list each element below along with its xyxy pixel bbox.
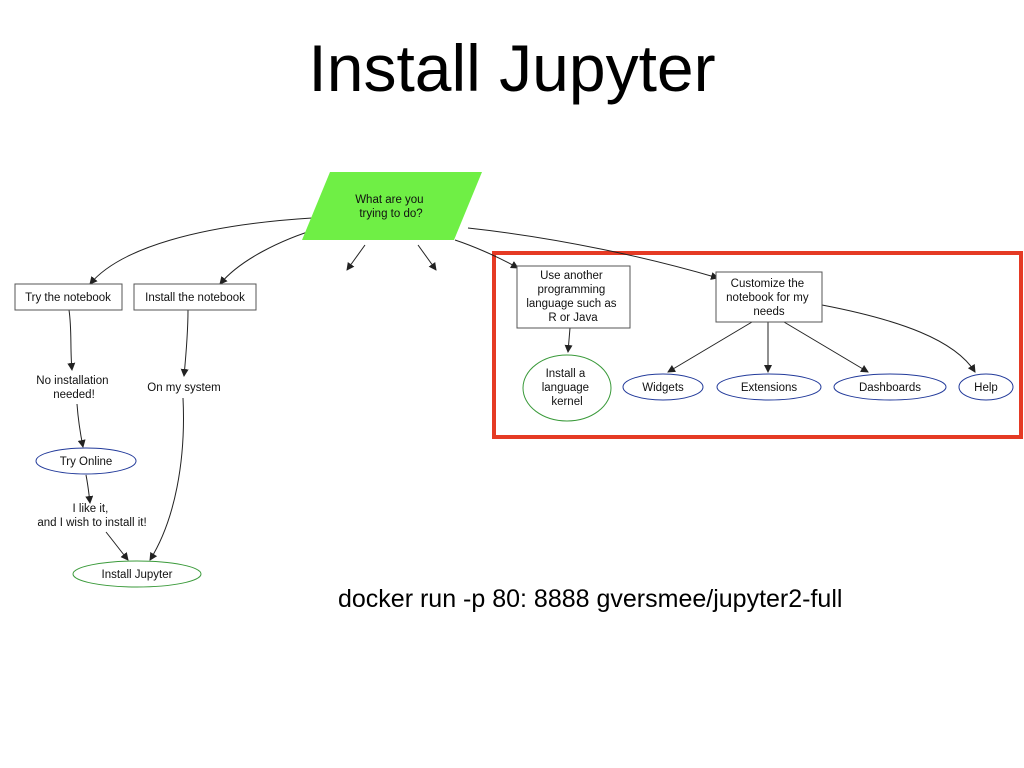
ellipse-install-jupyter — [72, 560, 202, 588]
box-install-notebook-label: Install the notebook — [145, 292, 245, 304]
ellipse-try-online-label: Try Online — [60, 456, 113, 468]
decision-node-label: What are you trying to do? — [355, 194, 427, 220]
ellipse-help-label: Help — [974, 382, 998, 394]
arrow-no-install-to-try-online — [76, 403, 86, 448]
docker-command-text: docker run -p 80: 8888 gversmee/jupyter2… — [338, 585, 843, 613]
box-customize — [715, 271, 823, 323]
ellipse-install-kernel — [522, 354, 612, 422]
box-customize-label: Customize the notebook for my needs — [726, 278, 812, 318]
ellipse-widgets — [622, 373, 704, 401]
arrow-customize-to-widgets — [667, 321, 753, 373]
arrow-install-to-system — [180, 309, 189, 377]
ellipse-dashboards-label: Dashboards — [859, 382, 921, 394]
box-try-notebook — [14, 283, 123, 311]
ellipse-dashboards — [833, 373, 947, 401]
arrow-start-to-customize — [467, 227, 719, 280]
arrow-system-to-install-jupyter — [149, 397, 184, 561]
ellipse-install-kernel-label: Install a language kernel — [542, 368, 593, 408]
box-install-notebook — [133, 283, 257, 311]
slide-title: Install Jupyter — [308, 31, 716, 105]
arrow-start-down-left — [346, 244, 366, 271]
box-other-language — [516, 265, 631, 329]
arrow-start-to-other-language — [454, 239, 519, 269]
label-no-installation: No installation needed! — [36, 375, 111, 401]
arrow-start-to-try-notebook — [89, 217, 313, 285]
arrow-customize-to-dashboards — [783, 321, 869, 373]
label-like-it: I like it, and I wish to install it! — [37, 503, 146, 529]
arrow-start-down-right — [417, 244, 437, 271]
ellipse-try-online — [35, 447, 137, 475]
arrow-try-online-to-like-it — [85, 474, 94, 504]
arrow-customize-to-help — [821, 304, 976, 373]
ellipse-extensions — [716, 373, 822, 401]
highlight-frame — [492, 251, 1023, 439]
label-on-my-system: On my system — [147, 382, 220, 394]
decision-node-what-are-you-trying — [302, 172, 482, 240]
arrow-other-language-to-kernel — [564, 327, 573, 353]
ellipse-install-jupyter-label: Install Jupyter — [102, 569, 173, 581]
arrow-like-it-to-install-jupyter — [105, 531, 129, 561]
box-other-language-label: Use another programming language such as… — [526, 270, 619, 324]
ellipse-extensions-label: Extensions — [741, 382, 798, 394]
box-try-notebook-label: Try the notebook — [25, 292, 111, 304]
arrow-try-to-no-install — [67, 309, 76, 371]
ellipse-widgets-label: Widgets — [642, 382, 684, 394]
ellipse-help — [958, 373, 1014, 401]
